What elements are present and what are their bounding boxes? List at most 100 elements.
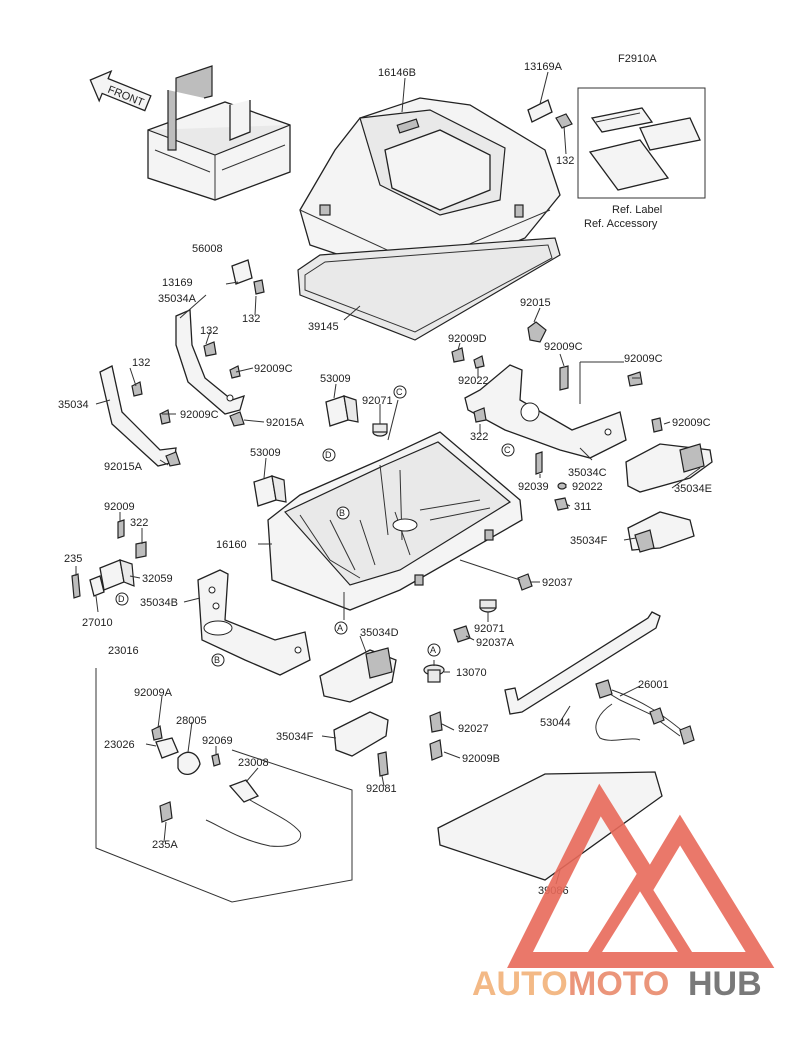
part-label: 92009C — [544, 341, 583, 353]
lock-hardware-left-icon — [71, 519, 147, 599]
hinge-53009-lower-icon — [253, 475, 287, 507]
part-label: 39145 — [308, 321, 339, 333]
part-label: 28005 — [176, 715, 207, 727]
part-label: 53009 — [320, 373, 351, 385]
wire-harness-icon — [595, 679, 695, 745]
part-label: 13169 — [162, 277, 193, 289]
part-label: 92037 — [542, 577, 573, 589]
part-label: 35034F — [570, 535, 608, 547]
svg-text:B: B — [339, 508, 345, 518]
bracket-35034b-icon — [197, 569, 311, 676]
part-label: 53044 — [540, 717, 571, 729]
part-label: 132 — [556, 155, 574, 167]
part-label: 16160 — [216, 539, 247, 551]
svg-text:A: A — [337, 623, 343, 633]
part-label: 92009C — [180, 409, 219, 421]
part-label: 132 — [242, 313, 260, 325]
part-label: 23026 — [104, 739, 135, 751]
part-label: 35034E — [674, 483, 712, 495]
svg-text:MOTO: MOTO — [568, 965, 669, 1003]
callout-circles: C D B C D A B A — [115, 385, 515, 667]
part-label: 23016 — [108, 645, 139, 657]
part-label: 27010 — [82, 617, 113, 629]
bracket-35034f-right-icon — [627, 511, 695, 553]
part-label: 322 — [130, 517, 148, 529]
part-label: 322 — [470, 431, 488, 443]
part-label: 92037A — [476, 637, 515, 649]
part-label: 92069 — [202, 735, 233, 747]
part-label: 92022 — [458, 375, 489, 387]
svg-text:C: C — [504, 445, 511, 455]
part-label: 132 — [200, 325, 218, 337]
ref-accessory-text: Ref. Accessory — [584, 218, 658, 230]
part-label: 235A — [152, 839, 178, 851]
part-label: 92022 — [572, 481, 603, 493]
part-label: 92027 — [458, 723, 489, 735]
hinge-53009-upper-icon — [325, 395, 359, 427]
part-label: 35034C — [568, 467, 607, 479]
case-body-icon — [267, 431, 523, 611]
part-label: 92071 — [474, 623, 505, 635]
part-label: 26001 — [638, 679, 669, 691]
svg-text:D: D — [325, 450, 332, 460]
svg-text:B: B — [214, 655, 220, 665]
bracket-35034d-icon — [319, 647, 397, 703]
part-label: 53009 — [250, 447, 281, 459]
bracket-13169-icon — [231, 259, 265, 295]
bar-53044-icon — [504, 611, 661, 715]
part-label: 35034D — [360, 627, 399, 639]
part-label: 132 — [132, 357, 150, 369]
seal-icon — [297, 237, 561, 341]
bracket-35034f-lower-icon — [333, 711, 389, 777]
front-arrow-icon: FRONT — [89, 69, 152, 112]
part-label: 92015A — [266, 417, 305, 429]
part-label: 92009C — [624, 353, 663, 365]
bracket-13169a-icon — [527, 99, 573, 129]
part-label: 92009C — [672, 417, 711, 429]
figure-id: F2910A — [618, 53, 657, 65]
part-label: 92081 — [366, 783, 397, 795]
part-label: 35034F — [276, 731, 314, 743]
part-label: 92071 — [362, 395, 393, 407]
ref-label-box — [577, 87, 706, 199]
automotohub-logo: AUTO MOTO HUB — [472, 783, 775, 1003]
ref-label-text: Ref. Label — [612, 204, 662, 216]
bracket-35034c-icon — [451, 321, 643, 511]
bumper-92071-upper-icon — [372, 423, 388, 437]
top-case-assembled-icon — [147, 65, 291, 201]
svg-text:C: C — [396, 387, 403, 397]
part-label: 35034A — [158, 293, 197, 305]
part-label: 32059 — [142, 573, 173, 585]
part-label: 35034B — [140, 597, 178, 609]
bracket-35034a-icon — [175, 309, 245, 427]
part-label: 92009B — [462, 753, 500, 765]
part-label: 56008 — [192, 243, 223, 255]
part-label: 92039 — [518, 481, 549, 493]
part-label: 92009 — [104, 501, 135, 513]
part-label: 13070 — [456, 667, 487, 679]
part-labels: 16146B 13169A 132 56008 13169 132 35034A… — [58, 61, 712, 897]
part-label: 92015A — [104, 461, 143, 473]
leader-lines — [75, 71, 701, 885]
bracket-35034-icon — [99, 365, 181, 467]
part-label: 13169A — [524, 61, 563, 73]
part-label: 92009A — [134, 687, 173, 699]
svg-text:HUB: HUB — [688, 965, 762, 1003]
mat-39086-icon — [437, 771, 663, 881]
svg-text:D: D — [118, 594, 125, 604]
part-label: 311 — [574, 501, 592, 513]
part-label: 23008 — [238, 757, 269, 769]
svg-text:AUTO: AUTO — [472, 965, 568, 1003]
bracket-35034e-icon — [625, 417, 713, 493]
part-label: 92015 — [520, 297, 551, 309]
part-label: 92009D — [448, 333, 487, 345]
part-label: 92009C — [254, 363, 293, 375]
part-label: 35034 — [58, 399, 89, 411]
lock-cylinder-icon — [423, 664, 445, 761]
part-label: 235 — [64, 553, 82, 565]
part-label: 16146B — [378, 67, 416, 79]
small-parts-center-icon — [453, 573, 533, 643]
svg-text:A: A — [430, 645, 436, 655]
lock-kit-group-icon — [95, 668, 353, 903]
